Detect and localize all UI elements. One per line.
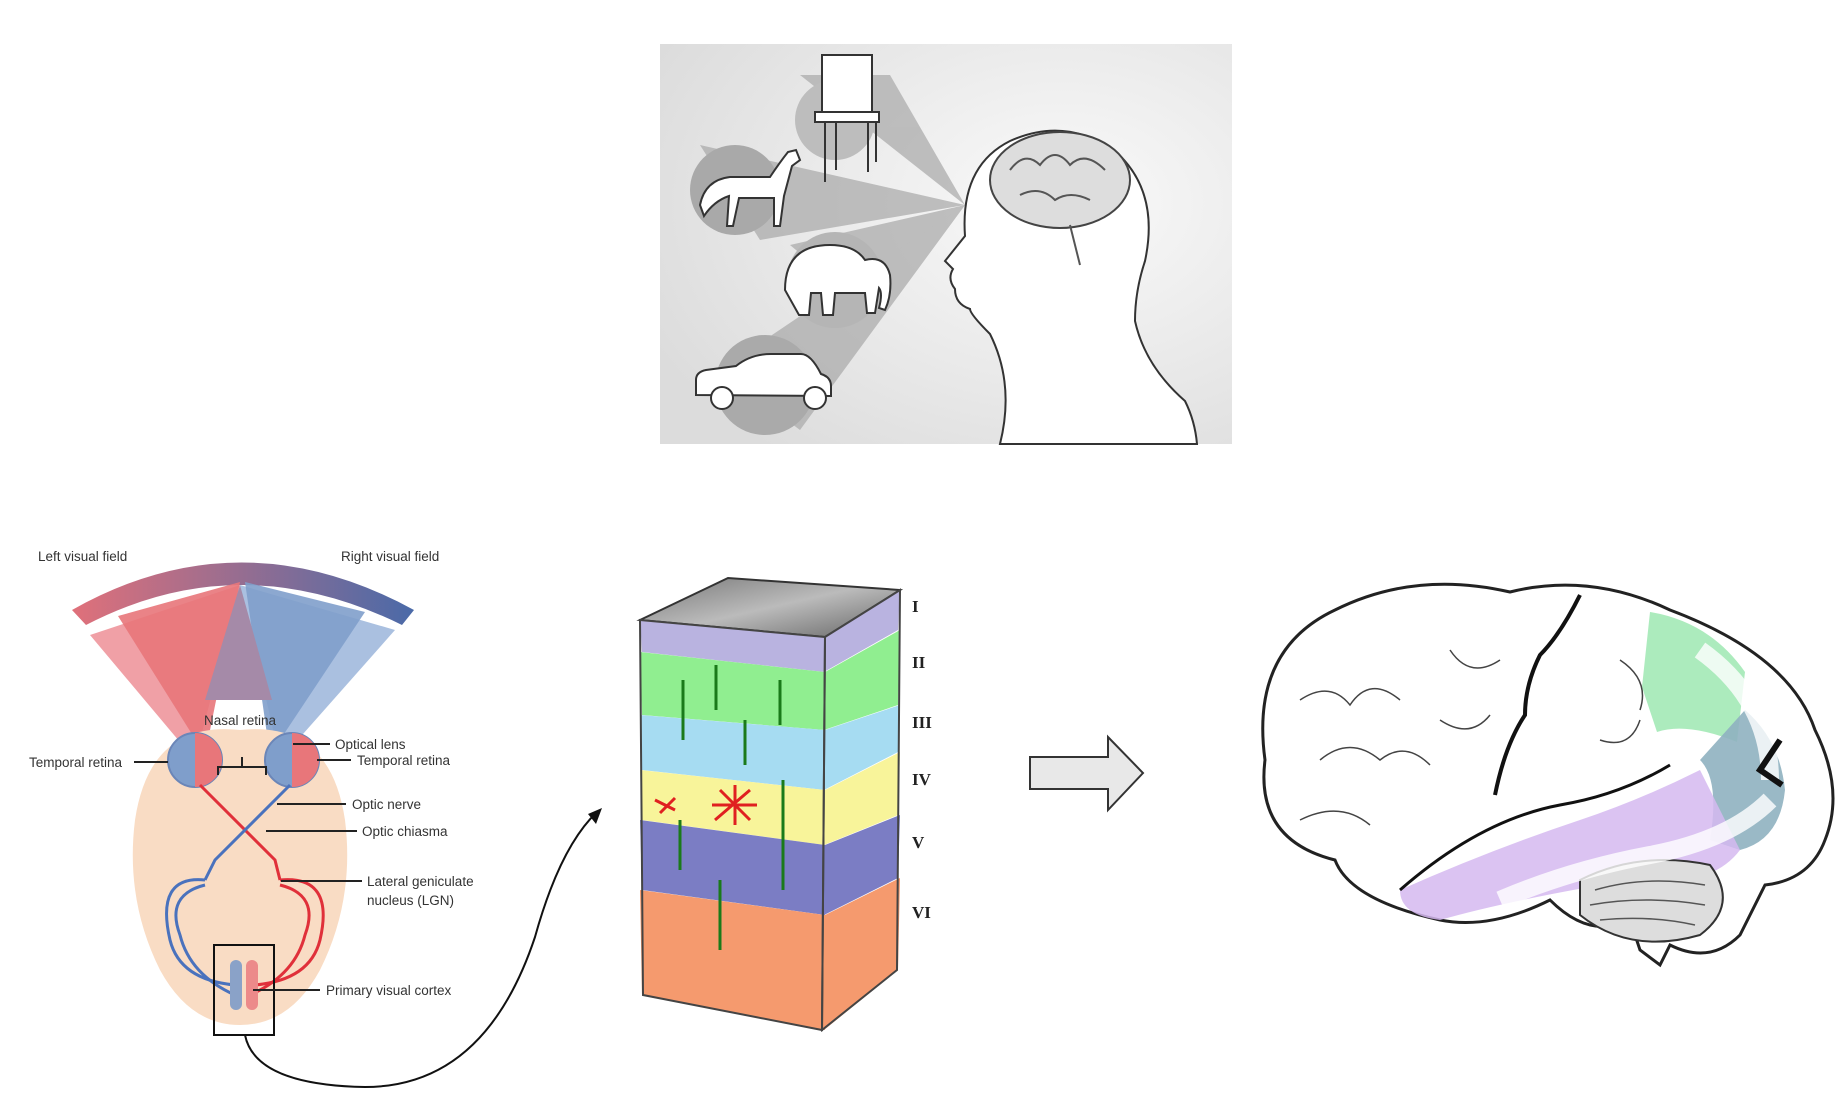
brain-lateral-view — [1261, 582, 1835, 968]
left-field-wedge — [118, 582, 240, 755]
layer-side-II — [824, 630, 900, 730]
label-nasal-retina: Nasal retina — [204, 713, 277, 728]
layer-front-V — [640, 820, 825, 915]
layer-label-VI: VI — [912, 903, 931, 922]
dog-icon — [698, 148, 802, 227]
cerebellum — [1579, 859, 1724, 943]
curved-arrow-head — [588, 808, 602, 824]
chair-icon — [814, 54, 880, 182]
stellate-cells — [654, 785, 757, 825]
layer-side-IV — [824, 752, 900, 845]
v1-blue — [230, 960, 242, 1010]
temporal-region — [1400, 770, 1740, 920]
dorsal-stream-arrow — [1694, 642, 1779, 781]
v1-red — [246, 960, 258, 1010]
label-temporal-retina-right: Temporal retina — [357, 753, 451, 768]
label-optic-chiasma: Optic chiasma — [362, 824, 448, 839]
parietal-region — [1642, 612, 1745, 742]
layer-side-I — [824, 590, 900, 672]
layer-front-III — [640, 715, 825, 790]
visual-pathway-diagram: Left visual field Right visual field Nas… — [29, 549, 474, 1036]
object-recognition-panel — [660, 44, 1232, 445]
layer-side-VI — [824, 878, 900, 1030]
visual-field-arc — [72, 562, 414, 625]
neurons — [678, 665, 785, 950]
layer-label-III: III — [912, 713, 932, 732]
gyri — [1299, 649, 1644, 826]
binocular-overlap — [205, 585, 272, 700]
layer-front-VI — [640, 890, 825, 1030]
label-lgn-2: nucleus (LGN) — [367, 893, 454, 908]
layer-side-V — [824, 815, 900, 915]
central-sulcus — [1493, 594, 1582, 796]
right-arrow-icon — [1029, 734, 1145, 813]
layer-front-IV — [640, 770, 825, 845]
leader-lines — [134, 743, 362, 991]
label-left-visual-field: Left visual field — [38, 549, 127, 564]
label-lgn-1: Lateral geniculate — [367, 874, 474, 889]
label-right-visual-field: Right visual field — [341, 549, 439, 564]
layer-label-V: V — [912, 833, 925, 852]
layer-label-I: I — [912, 597, 919, 616]
label-primary-visual-cortex: Primary visual cortex — [326, 983, 452, 998]
layer-label-II: II — [912, 653, 926, 672]
label-temporal-retina-left: Temporal retina — [29, 755, 123, 770]
layer-side-III — [824, 705, 900, 790]
label-optic-nerve: Optic nerve — [352, 797, 421, 812]
ventral-stream-arrow — [1496, 793, 1777, 909]
right-field-wedge — [245, 582, 365, 755]
label-optical-lens: Optical lens — [335, 737, 406, 752]
optic-tracts — [165, 783, 325, 997]
layer-label-IV: IV — [912, 770, 932, 789]
brain-icon — [989, 131, 1131, 266]
elephant-icon — [783, 243, 892, 316]
car-icon — [695, 353, 832, 410]
curved-connector-arrow — [244, 811, 598, 1089]
lateral-sulcus — [1399, 763, 1671, 892]
